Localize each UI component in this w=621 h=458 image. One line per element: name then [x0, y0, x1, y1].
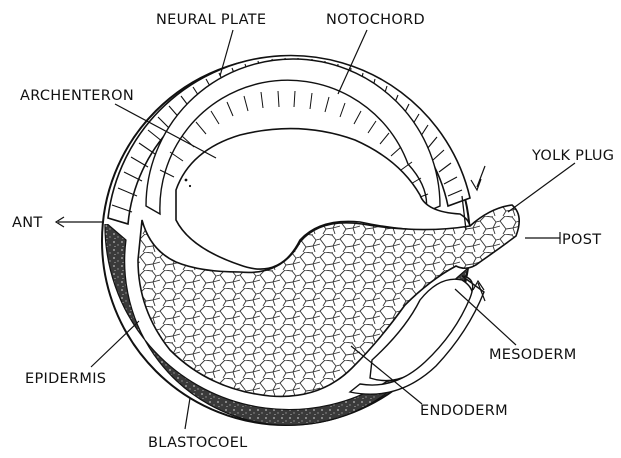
label-yolk-plug: YOLK PLUG [531, 148, 614, 164]
label-post: POST [562, 232, 601, 248]
label-archenteron: ARCHENTERON [20, 88, 134, 104]
archenteron-speck [185, 179, 188, 182]
label-mesoderm: MESODERM [489, 347, 577, 363]
archenteron-speck [189, 185, 191, 187]
embryo-body [102, 55, 519, 425]
label-blastocoel: BLASTOCOEL [148, 435, 248, 451]
label-epidermis: EPIDERMIS [25, 371, 106, 387]
label-notochord: NOTOCHORD [326, 12, 425, 28]
label-neural-plate: NEURAL PLATE [156, 12, 266, 28]
label-ant: ANT [12, 215, 43, 231]
label-endoderm: ENDODERM [420, 403, 508, 419]
